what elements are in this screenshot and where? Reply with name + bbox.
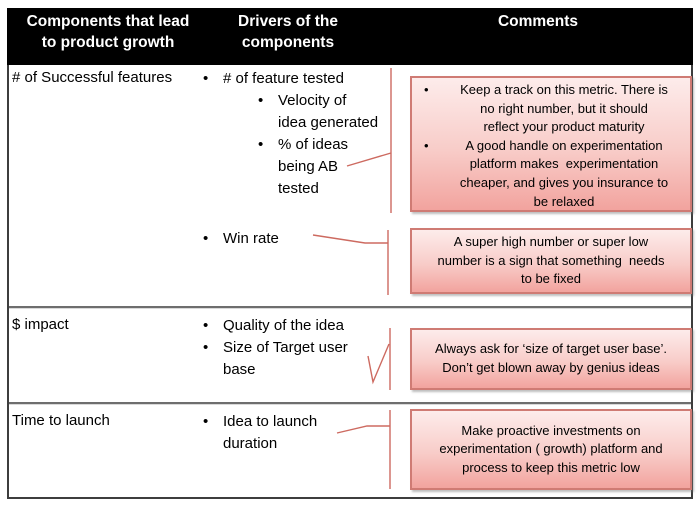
comment-text: Always ask for ‘size of target user base…	[435, 341, 667, 375]
row-divider	[9, 306, 691, 309]
drivers-list-row2: • Quality of the idea • Size of Target u…	[200, 315, 395, 381]
driver-item: • Quality of the idea	[200, 315, 395, 337]
header-comments: Comments	[497, 13, 579, 30]
comment-text: Make proactive investments on experiment…	[439, 422, 663, 475]
header-components: Components that lead to product growth	[26, 13, 190, 51]
comment-text: A good handle on experimentation platfor…	[459, 137, 669, 209]
bullet-icon: •	[203, 339, 209, 356]
driver-item: • Win rate	[200, 228, 395, 250]
comment-box-win-rate: A super high number or super low number …	[410, 228, 692, 294]
driver-subitem: • % of ideas being AB tested	[255, 134, 395, 200]
bullet-icon: •	[203, 413, 209, 430]
bullet-icon: •	[203, 70, 209, 87]
driver-subitem: • Velocity of idea generated	[255, 90, 395, 134]
driver-text: Velocity of idea generated	[278, 92, 379, 131]
drivers-list-row1: • # of feature tested • Velocity of idea…	[200, 68, 395, 250]
drivers-list-row3: • Idea to launch duration	[200, 411, 395, 455]
component-time-to-launch: Time to launch	[12, 412, 110, 429]
comment-box-feature-tested: • Keep a track on this metric. There is …	[410, 76, 692, 212]
driver-item: • # of feature tested	[200, 68, 395, 90]
comment-box-target-user-base: Always ask for ‘size of target user base…	[410, 328, 692, 390]
driver-text: Size of Target user base	[223, 339, 348, 378]
component-dollar-impact: $ impact	[12, 316, 69, 333]
driver-text: Quality of the idea	[223, 317, 344, 334]
driver-item: • Idea to launch duration	[200, 411, 395, 455]
comment-bullet-item: • A good handle on experimentation platf…	[412, 137, 690, 211]
bullet-icon: •	[258, 136, 264, 153]
bullet-icon: •	[258, 92, 264, 109]
bullet-icon: •	[203, 230, 209, 247]
driver-text: Idea to launch duration	[223, 413, 318, 452]
driver-text: Win rate	[223, 230, 279, 247]
row-divider	[9, 402, 691, 405]
bullet-icon: •	[424, 137, 429, 153]
driver-item: • Size of Target user base	[200, 337, 395, 381]
component-successful-features: # of Successful features	[12, 69, 173, 86]
driver-text: # of feature tested	[223, 70, 344, 87]
bullet-icon: •	[203, 317, 209, 334]
table-header	[7, 8, 693, 65]
driver-text: % of ideas being AB tested	[278, 136, 349, 197]
comment-text: Keep a track on this metric. There is no…	[460, 82, 668, 135]
comment-bullet-item: • Keep a track on this metric. There is …	[412, 81, 690, 137]
bullet-icon: •	[424, 82, 429, 97]
header-drivers: Drivers of the components	[238, 13, 338, 51]
comment-box-proactive-investments: Make proactive investments on experiment…	[410, 409, 692, 490]
comment-text: A super high number or super low number …	[437, 234, 665, 287]
